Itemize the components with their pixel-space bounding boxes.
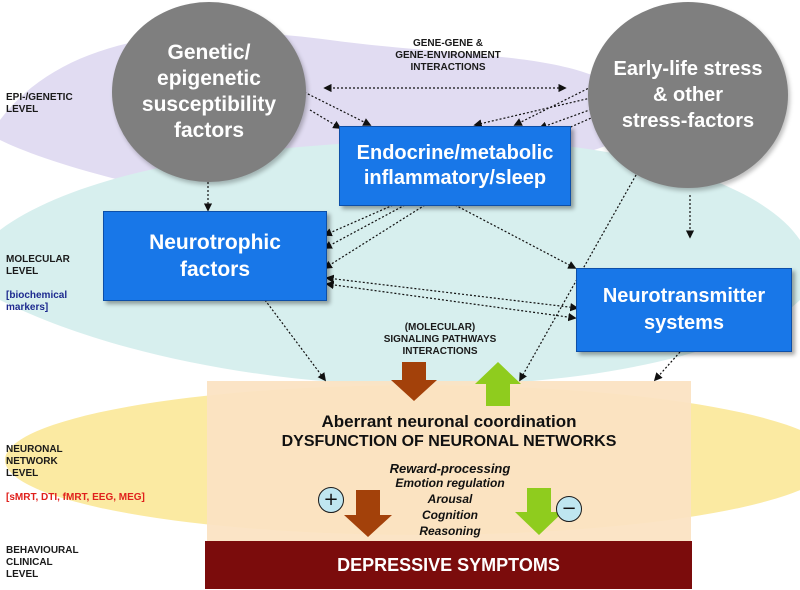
plus-icon: + xyxy=(318,487,344,513)
level-molecular-title: MOLECULAR LEVEL xyxy=(6,254,70,277)
function-cognition: Cognition xyxy=(422,508,478,522)
level-neuronal-title: NEURONAL NETWORK LEVEL xyxy=(6,444,63,479)
node-endocrine: Endocrine/metabolic inflammatory/sleep xyxy=(339,126,571,206)
node-neurotrophic: Neurotrophic factors xyxy=(103,211,327,301)
function-arousal: Arousal xyxy=(427,492,473,506)
level-label-epigenetic: EPI-/GENETIC LEVEL xyxy=(6,92,73,115)
up-arrow-signaling xyxy=(475,362,521,406)
network-panel xyxy=(207,381,691,541)
node-neurotransmitter: Neurotransmitter systems xyxy=(576,268,792,352)
level-label-molecular: MOLECULAR LEVEL [biochemical markers] xyxy=(6,242,70,326)
down-arrow-positive xyxy=(344,490,392,537)
function-reasoning: Reasoning xyxy=(419,524,481,538)
node-genetic-factors: Genetic/ epigenetic susceptibility facto… xyxy=(112,2,306,182)
outcome-depressive-symptoms: DEPRESSIVE SYMPTOMS xyxy=(205,541,692,589)
level-neuronal-methods: [sMRT, DTI, fMRT, EEG, MEG] xyxy=(6,492,145,503)
label-signaling-pathways: (MOLECULAR) SIGNALING PATHWAYS INTERACTI… xyxy=(383,322,497,357)
minus-icon: − xyxy=(556,496,582,522)
node-stress-factors: Early-life stress & other stress-factors xyxy=(588,2,788,188)
network-title: Aberrant neuronal coordination xyxy=(321,412,577,431)
label-gene-interactions: GENE-GENE & GENE-ENVIRONMENT INTERACTION… xyxy=(395,38,501,73)
level-label-neuronal: NEURONAL NETWORK LEVEL [sMRT, DTI, fMRT,… xyxy=(6,432,145,516)
down-arrow-negative xyxy=(515,488,563,535)
network-subtitle: DYSFUNCTION OF NEURONAL NETWORKS xyxy=(281,433,617,450)
function-emotion: Emotion regulation xyxy=(395,476,505,490)
down-arrow-signaling xyxy=(391,362,437,401)
level-label-behavioural: BEHAVIOURAL CLINICAL LEVEL xyxy=(6,545,79,580)
level-molecular-markers: [biochemical markers] xyxy=(6,290,68,313)
function-reward: Reward-processing xyxy=(389,461,511,476)
